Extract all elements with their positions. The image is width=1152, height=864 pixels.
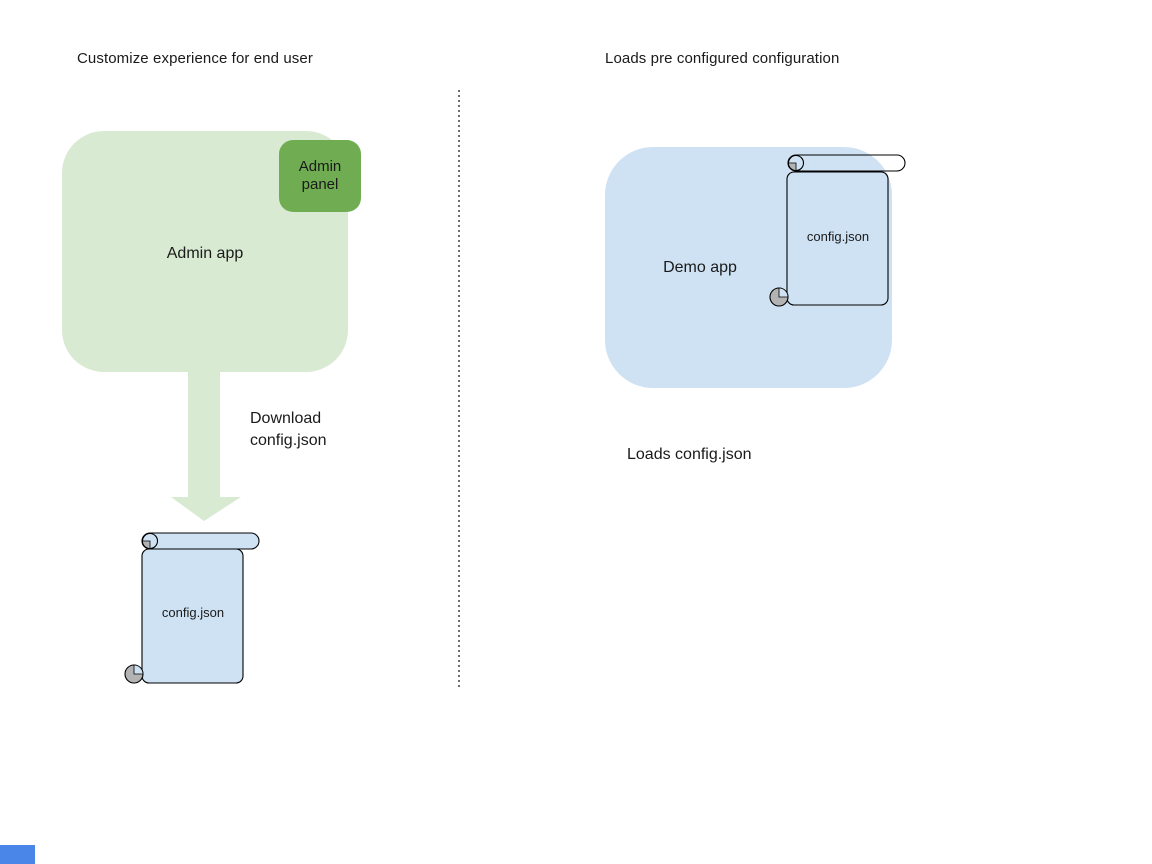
config-file-scroll-left-icon xyxy=(124,532,260,684)
config-file-label-left: config.json xyxy=(161,605,225,620)
admin-panel-box: Admin panel xyxy=(279,140,361,212)
left-section-title: Customize experience for end user xyxy=(77,50,313,67)
admin-app-label: Admin app xyxy=(166,245,244,262)
section-divider xyxy=(458,90,460,688)
download-caption: Download config.json xyxy=(250,410,327,449)
download-arrow-icon xyxy=(171,371,241,521)
admin-panel-label: Admin panel xyxy=(298,158,342,193)
config-file-scroll-right-icon xyxy=(769,154,906,307)
demo-app-box: Demo app xyxy=(605,147,892,388)
demo-app-label: Demo app xyxy=(663,259,737,276)
corner-marker xyxy=(0,845,35,864)
right-section-title: Loads pre configured configuration xyxy=(605,50,840,67)
config-file-label-right: config.json xyxy=(806,229,870,244)
loads-config-caption: Loads config.json xyxy=(627,446,752,463)
